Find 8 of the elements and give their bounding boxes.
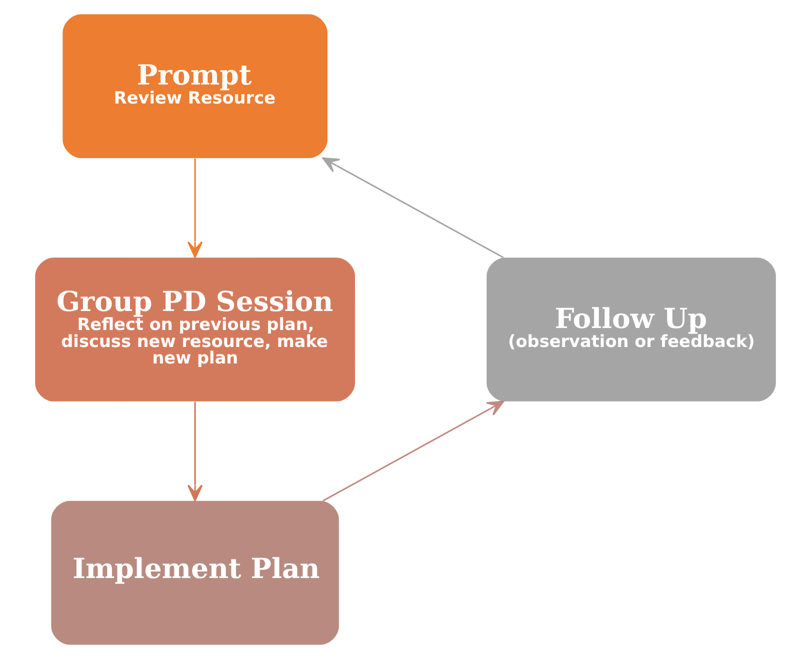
arrow	[322, 400, 504, 502]
node-box: Follow Up (observation or feedback)	[486, 258, 776, 402]
arrow	[322, 157, 504, 258]
arrow	[186, 402, 202, 502]
node-box: Group PD Session Reflect on previous plan, discuss new resource, make new plan	[34, 258, 354, 402]
node-box: Implement Plan	[50, 500, 338, 645]
arrow	[186, 158, 202, 258]
node-box: Prompt Review Resource	[62, 14, 327, 158]
